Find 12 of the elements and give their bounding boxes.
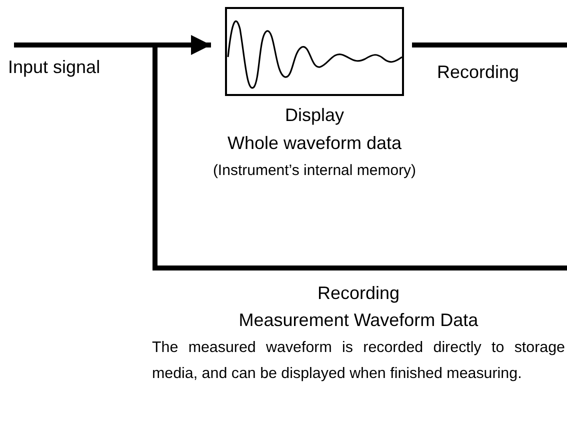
connector-line bbox=[152, 45, 567, 270]
waveform-display-box bbox=[225, 7, 404, 96]
edge-label: Input signal bbox=[8, 58, 100, 76]
arrow bbox=[14, 35, 211, 55]
caption-text: Whole waveform data bbox=[227, 134, 402, 152]
caption-text: (Instrument’s internal memory) bbox=[212, 163, 416, 178]
caption-text: Measurement Waveform Data bbox=[238, 309, 478, 332]
caption-text: Display bbox=[284, 106, 344, 124]
caption-text: Recording bbox=[317, 282, 400, 305]
edge-label: Recording bbox=[437, 63, 520, 81]
connector-line bbox=[412, 42, 567, 48]
description-paragraph: The measured waveform is recorded directly to storage media, and can be displayed when finished measuring. bbox=[152, 338, 565, 384]
